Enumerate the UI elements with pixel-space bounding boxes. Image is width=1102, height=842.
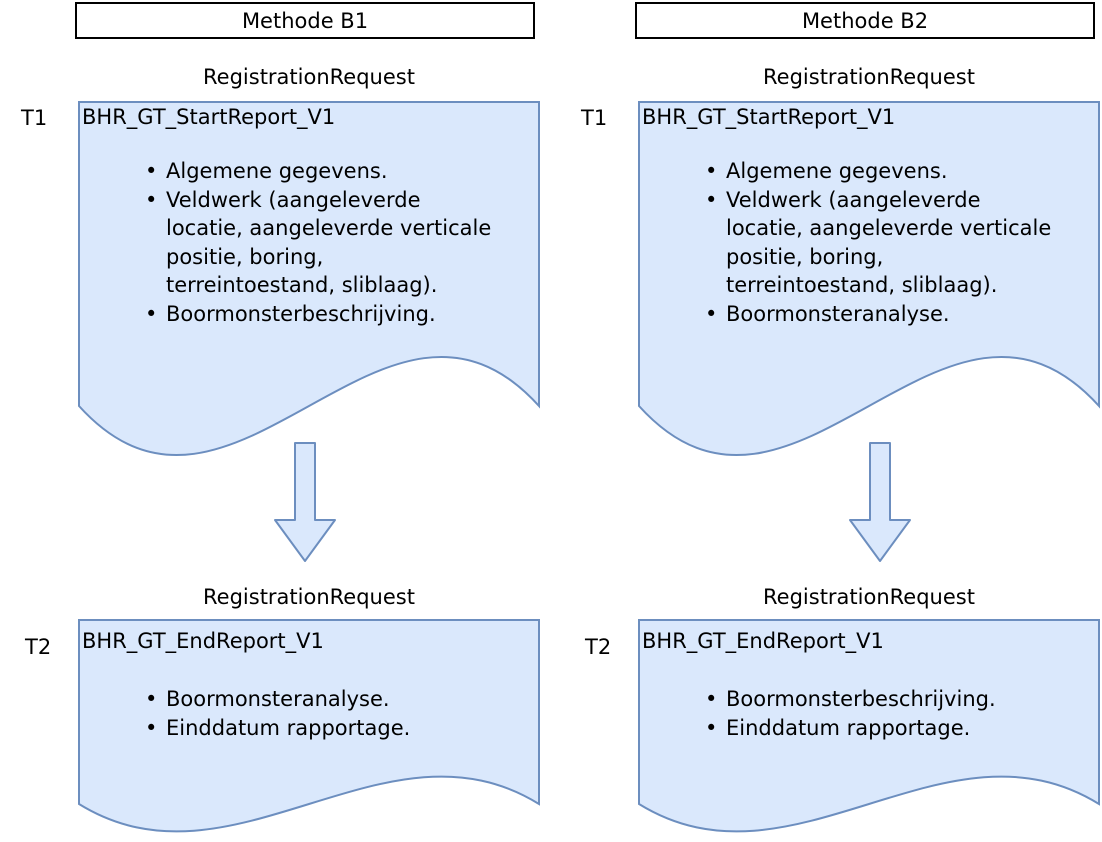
title-box-label: Methode B2: [801, 8, 929, 33]
bullet-item: Veldwerk (aangeleverde locatie, aangelev…: [705, 186, 1094, 300]
document-title: BHR_GT_StartReport_V1: [642, 105, 896, 129]
document-start-report: BHR_GT_StartReport_V1 Algemene gegevens.…: [78, 101, 540, 459]
bullet-list: Boormonsteranalyse. Einddatum rapportage…: [82, 685, 536, 742]
bullet-item: Boormonsteranalyse.: [145, 685, 534, 714]
document-content: BHR_GT_EndReport_V1 Boormonsterbeschrijv…: [638, 619, 1100, 742]
arrow-down-icon: [849, 442, 911, 562]
title-box-methode-b2: Methode B2: [635, 2, 1095, 39]
title-box-label: Methode B1: [241, 8, 369, 33]
document-end-report: BHR_GT_EndReport_V1 Boormonsterbeschrijv…: [638, 619, 1100, 835]
document-content: BHR_GT_StartReport_V1 Algemene gegevens.…: [638, 101, 1100, 328]
arrow-down-icon: [274, 442, 336, 562]
bullet-item: Algemene gegevens.: [705, 157, 1094, 186]
registration-request-label-t2: RegistrationRequest: [203, 585, 415, 609]
bullet-item: Boormonsterbeschrijving.: [705, 685, 1094, 714]
document-content: BHR_GT_EndReport_V1 Boormonsteranalyse. …: [78, 619, 540, 742]
time-label-t2: T2: [25, 635, 52, 659]
document-start-report: BHR_GT_StartReport_V1 Algemene gegevens.…: [638, 101, 1100, 459]
document-title: BHR_GT_StartReport_V1: [82, 105, 336, 129]
registration-request-label-t2: RegistrationRequest: [763, 585, 975, 609]
bullet-list: Algemene gegevens. Veldwerk (aangeleverd…: [642, 157, 1096, 328]
registration-request-label-t1: RegistrationRequest: [203, 65, 415, 89]
title-box-methode-b1: Methode B1: [75, 2, 535, 39]
document-content: BHR_GT_StartReport_V1 Algemene gegevens.…: [78, 101, 540, 328]
time-label-t2: T2: [585, 635, 612, 659]
document-title: BHR_GT_EndReport_V1: [82, 629, 324, 653]
bullet-item: Einddatum rapportage.: [145, 714, 534, 743]
document-end-report: BHR_GT_EndReport_V1 Boormonsteranalyse. …: [78, 619, 540, 835]
bullet-item: Veldwerk (aangeleverde locatie, aangelev…: [145, 186, 534, 300]
bullet-item: Einddatum rapportage.: [705, 714, 1094, 743]
bullet-list: Algemene gegevens. Veldwerk (aangeleverd…: [82, 157, 536, 328]
bullet-item: Boormonsterbeschrijving.: [145, 300, 534, 329]
bullet-item: Algemene gegevens.: [145, 157, 534, 186]
bullet-item: Boormonsteranalyse.: [705, 300, 1094, 329]
document-title: BHR_GT_EndReport_V1: [642, 629, 884, 653]
time-label-t1: T1: [581, 106, 608, 130]
time-label-t1: T1: [21, 106, 48, 130]
bullet-list: Boormonsterbeschrijving. Einddatum rappo…: [642, 685, 1096, 742]
registration-request-label-t1: RegistrationRequest: [763, 65, 975, 89]
